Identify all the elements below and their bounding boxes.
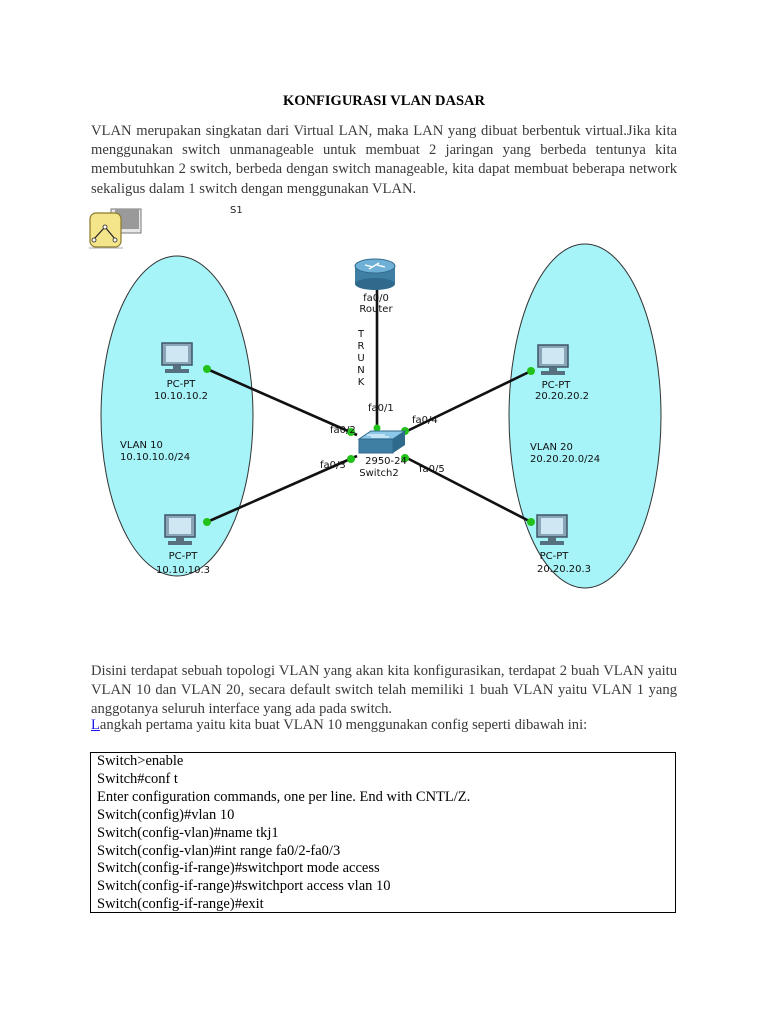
link-pc2 bbox=[206, 454, 358, 524]
port-labels: fa0/1 fa0/2 fa0/3 fa0/4 fa0/5 bbox=[320, 403, 445, 475]
pc4-type: PC-PT bbox=[540, 551, 570, 562]
topology-description-paragraph: Disini terdapat sebuah topologi VLAN yan… bbox=[91, 663, 677, 718]
config-code-box: Switch>enable Switch#conf t Enter config… bbox=[90, 752, 676, 913]
config-line: Switch(config-vlan)#int range fa0/2-fa0/… bbox=[97, 842, 341, 859]
step-text: angkah pertama yaitu kita buat VLAN 10 m… bbox=[99, 717, 588, 733]
link-status-dots bbox=[203, 365, 535, 526]
pc2-type: PC-PT bbox=[169, 551, 199, 562]
svg-text:K: K bbox=[358, 377, 365, 388]
pc3-type: PC-PT bbox=[542, 380, 572, 391]
svg-text:R: R bbox=[358, 341, 365, 352]
vlan20-name: VLAN 20 bbox=[530, 442, 573, 453]
config-line: Switch(config-if-range)#switchport mode … bbox=[97, 860, 380, 877]
switch-model-label: 2950-24 bbox=[365, 456, 407, 467]
pc-icon bbox=[537, 344, 569, 375]
pc2-ip: 10.10.10.3 bbox=[156, 565, 210, 576]
svg-text:U: U bbox=[357, 353, 364, 364]
pc1-ip: 10.10.10.2 bbox=[154, 391, 208, 402]
port-fa0-2: fa0/2 bbox=[330, 425, 356, 436]
link-pc1 bbox=[206, 367, 358, 437]
config-line: Switch(config-if-range)#switchport acces… bbox=[97, 878, 391, 895]
port-fa0-4: fa0/4 bbox=[412, 415, 438, 426]
config-line: Switch(config-vlan)#name tkj1 bbox=[97, 824, 279, 841]
port-fa0-5: fa0/5 bbox=[419, 464, 445, 475]
switch-name-label: Switch2 bbox=[359, 468, 398, 479]
vlan20-zone bbox=[508, 243, 662, 589]
svg-text:T: T bbox=[357, 329, 365, 340]
vlan10-network: 10.10.10.0/24 bbox=[120, 452, 190, 463]
pc-icon bbox=[161, 342, 193, 373]
vlan20-network: 20.20.20.0/24 bbox=[530, 454, 600, 465]
fragment-label: S1 bbox=[230, 205, 243, 216]
link-pc3 bbox=[402, 369, 532, 435]
config-line: Switch(config-if-range)#exit bbox=[97, 896, 264, 913]
network-links bbox=[206, 288, 532, 524]
port-fa0-1: fa0/1 bbox=[368, 403, 394, 414]
router-icon bbox=[354, 258, 396, 290]
pc1-type: PC-PT bbox=[167, 379, 197, 390]
svg-text:N: N bbox=[357, 365, 364, 376]
step-paragraph: Langkah pertama yaitu kita buat VLAN 10 … bbox=[91, 716, 677, 735]
trunk-label: T R U N K bbox=[357, 329, 365, 388]
pc-icon bbox=[164, 514, 196, 545]
vlan10-zone bbox=[100, 255, 254, 577]
router-port-label: fa0/0 bbox=[363, 293, 389, 304]
network-topology-diagram: S1 fa0/0 Router T bbox=[89, 205, 662, 589]
step-first-letter: L bbox=[91, 717, 100, 733]
link-pc4 bbox=[402, 454, 532, 524]
switch-icon bbox=[357, 430, 407, 454]
document-title: KONFIGURASI VLAN DASAR bbox=[283, 93, 485, 109]
pc4-ip: 20.20.20.3 bbox=[537, 564, 591, 575]
toolbar-fragment-icon bbox=[89, 208, 142, 249]
config-line: Switch(config)#vlan 10 bbox=[97, 806, 235, 823]
config-line: Switch>enable bbox=[97, 753, 184, 769]
vlan10-name: VLAN 10 bbox=[120, 440, 163, 451]
config-line: Enter configuration commands, one per li… bbox=[97, 788, 471, 805]
pc-icon bbox=[536, 514, 568, 545]
config-line: Switch#conf t bbox=[97, 770, 178, 787]
pc3-ip: 20.20.20.2 bbox=[535, 391, 589, 402]
port-fa0-3: fa0/3 bbox=[320, 460, 346, 471]
intro-paragraph: VLAN merupakan singkatan dari Virtual LA… bbox=[91, 123, 677, 197]
router-name-label: Router bbox=[359, 304, 393, 315]
